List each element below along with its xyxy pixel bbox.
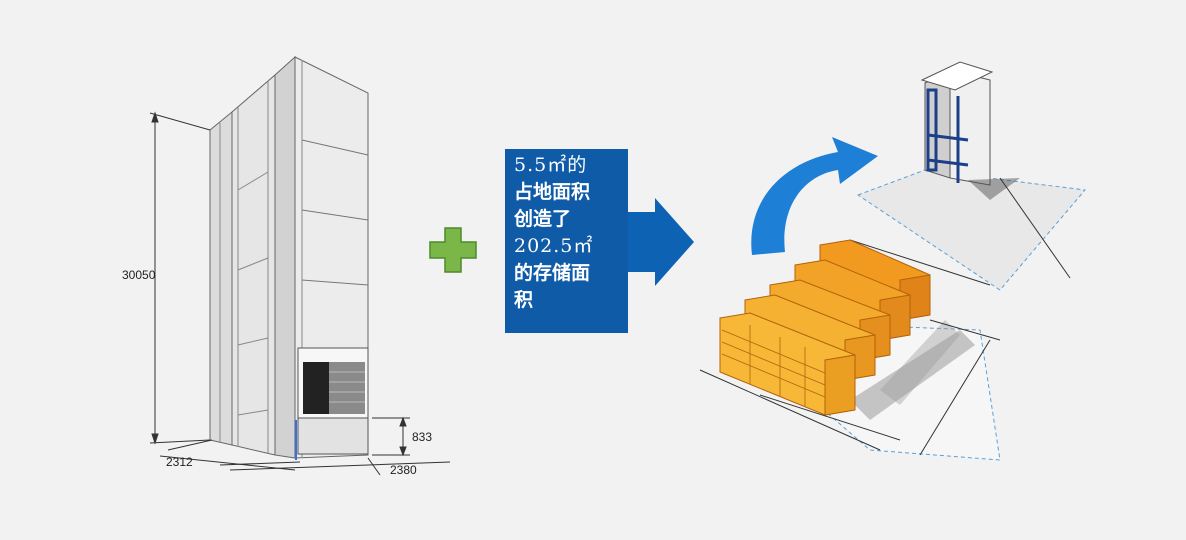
depth-dimension-label: 2312 bbox=[166, 455, 193, 469]
callout-line-5: 的存储面 bbox=[514, 262, 591, 284]
pallet-storage-area bbox=[699, 239, 1001, 461]
curved-arrow-icon bbox=[751, 137, 878, 255]
height-dimension-label: 30050 bbox=[122, 268, 156, 282]
callout-line-4: 202.5㎡ bbox=[514, 235, 594, 257]
callout-line-2: 占地面积 bbox=[514, 181, 591, 203]
width-dimension-label: 2380 bbox=[390, 463, 417, 477]
opening-dimension-label: 833 bbox=[412, 430, 433, 444]
space-saving-callout: 5.5㎡的 占地面积 创造了 202.5㎡ 的存储面 积 bbox=[505, 149, 628, 333]
vertical-storage-machine bbox=[209, 55, 369, 460]
right-arrow-icon bbox=[628, 198, 694, 286]
callout-line-1: 5.5㎡的 bbox=[514, 154, 588, 176]
callout-line-6: 积 bbox=[514, 289, 534, 311]
plus-icon bbox=[429, 227, 477, 273]
compact-storage-unit bbox=[849, 61, 1086, 291]
dimension-lines bbox=[149, 111, 451, 476]
callout-line-3: 创造了 bbox=[514, 208, 572, 230]
